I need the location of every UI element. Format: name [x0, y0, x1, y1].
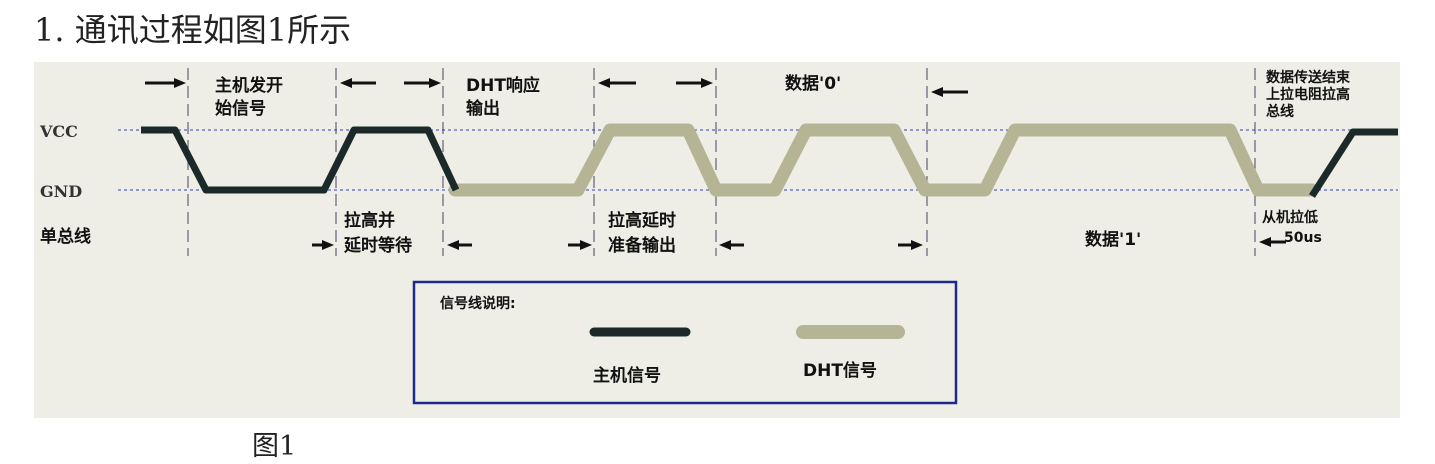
phase-end-line3: 总线 [1266, 103, 1294, 120]
phase-pullup-ready-line2: 准备输出 [608, 235, 676, 256]
phase-data1: 数据'1' [1085, 229, 1141, 250]
phase-dht-resp-line2: 输出 [466, 98, 500, 119]
signal-legend: 信号线说明: 主机信号 DHT信号 [412, 280, 958, 405]
diagram-panel [34, 62, 1400, 418]
phase-dht-resp-line1: DHT响应 [466, 75, 540, 96]
host-release-waveform [1309, 128, 1398, 198]
legend-host-label: 主机信号 [593, 365, 661, 386]
vcc-label: VCC [39, 122, 78, 141]
gnd-label: GND [40, 182, 82, 201]
legend-dht-label: DHT信号 [803, 360, 877, 381]
phase-slave-low-line1: 从机拉低 [1262, 209, 1318, 226]
host-signal-waveform [141, 126, 460, 194]
phase-host-start-line2: 始信号 [215, 98, 266, 119]
phase-end-line2: 上拉电阻拉高 [1266, 86, 1350, 103]
phase-data0: 数据'0' [785, 73, 841, 94]
phase-pullup-wait-line1: 拉高并 [344, 210, 395, 231]
phase-slave-low-duration: 50us [1284, 230, 1322, 246]
section-heading: 1. 通讯过程如图1所示 [34, 11, 352, 49]
legend-frame [412, 280, 958, 405]
phase-pullup-ready-line1: 拉高延时 [608, 210, 676, 231]
phase-end-line1: 数据传送结束 [1266, 69, 1351, 86]
dht-signal-waveform [448, 123, 1319, 197]
phase-host-start-line1: 主机发开 [215, 75, 283, 96]
legend-title: 信号线说明: [440, 295, 516, 312]
phase-pullup-wait-line2: 延时等待 [343, 235, 412, 256]
figure-caption: 图1 [252, 431, 297, 462]
bus-label: 单总线 [40, 226, 91, 247]
timing-arrows [145, 78, 1286, 250]
